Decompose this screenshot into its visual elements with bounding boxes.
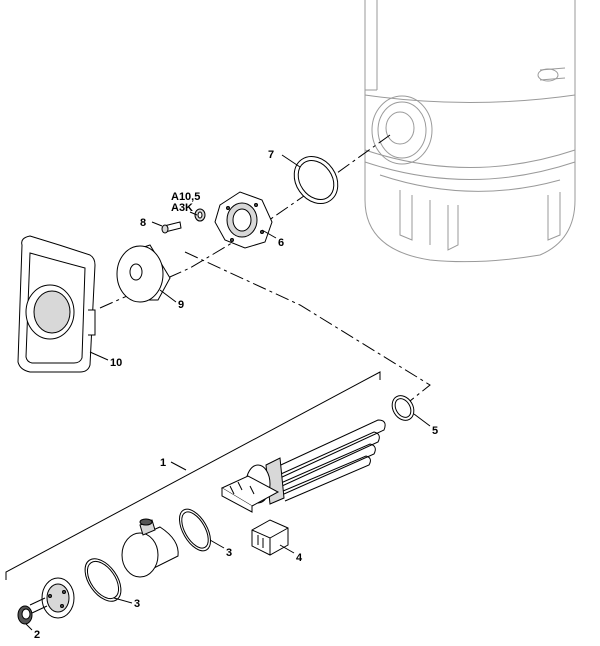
callout-2: 2 — [34, 629, 40, 641]
cylinder-housing — [121, 518, 179, 578]
screw-part-8 — [161, 221, 182, 234]
callout-1: 1 — [160, 457, 166, 469]
callout-5: 5 — [432, 425, 438, 437]
water-heater-tank — [364, 0, 576, 263]
callout-3-upper: 3 — [226, 547, 232, 559]
callout-9: 9 — [178, 299, 184, 311]
washer-a10 — [194, 208, 206, 222]
gasket-ring-part-5 — [391, 395, 415, 421]
callout-6: 6 — [278, 237, 284, 249]
knob-part-2 — [17, 597, 48, 625]
flange-plate-part-6 — [214, 191, 273, 249]
callout-8: 8 — [140, 217, 146, 229]
insulation-disc-part-9 — [116, 244, 171, 303]
callout-a10-line2: A3K — [171, 202, 193, 214]
callout-7: 7 — [268, 149, 274, 161]
assembly-bracket-part-1 — [5, 371, 381, 580]
callout-4: 4 — [296, 552, 303, 564]
thermostat-part-4 — [251, 519, 289, 556]
o-ring-part-3-upper — [179, 508, 211, 552]
leader-lines — [25, 154, 431, 631]
callout-a10-line1: A10,5 — [171, 191, 200, 203]
heating-element — [220, 419, 386, 513]
gasket-ring-part-7 — [293, 156, 339, 204]
callout-3-lower: 3 — [134, 598, 140, 610]
flange-cap — [41, 577, 75, 619]
callout-labels: 7 A10,5 A3K 8 6 9 10 5 1 3 4 3 2 — [34, 149, 438, 641]
callout-10: 10 — [110, 357, 122, 369]
cover-part-10 — [17, 235, 96, 373]
o-ring-part-3-lower — [84, 558, 122, 602]
